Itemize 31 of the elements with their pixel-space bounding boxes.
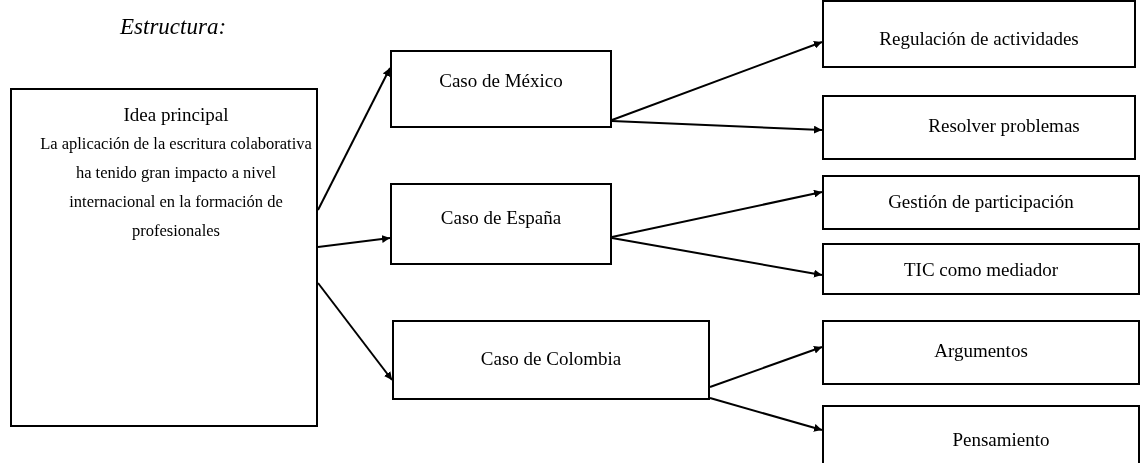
box-label: Idea principal — [123, 104, 229, 127]
heading: Estructura: — [120, 14, 227, 40]
main-idea-box — [10, 88, 318, 427]
arrow — [317, 67, 391, 211]
text-box — [390, 183, 612, 265]
arrow — [611, 41, 823, 121]
box-label: Resolver problemas — [928, 115, 1080, 138]
arrow — [611, 237, 823, 278]
box-label: Caso de España — [440, 207, 562, 230]
text-box — [822, 405, 1140, 463]
arrow — [611, 189, 823, 238]
text-box — [822, 243, 1140, 295]
text-box — [392, 320, 710, 400]
text-box — [822, 0, 1136, 68]
text-box — [822, 175, 1140, 230]
box-label: Caso de Colombia — [480, 348, 622, 371]
arrow — [317, 282, 393, 381]
text-box — [822, 320, 1140, 385]
arrow — [709, 345, 823, 388]
box-label: Argumentos — [934, 340, 1028, 363]
box-label: Gestión de participación — [888, 191, 1074, 214]
text-box — [822, 95, 1136, 160]
arrow — [611, 120, 823, 134]
box-label: TIC como mediador — [903, 259, 1059, 282]
box-label: Regulación de actividades — [879, 28, 1079, 51]
body-text: La aplicación de la escritura colaborativa ha tenido gran impacto a nivel internacional en la formación de profesionales — [39, 132, 313, 242]
box-label: Caso de México — [439, 70, 563, 93]
text-box — [390, 50, 612, 128]
box-label: Pensamiento — [952, 429, 1050, 452]
arrow — [709, 397, 823, 432]
arrow — [317, 235, 391, 248]
